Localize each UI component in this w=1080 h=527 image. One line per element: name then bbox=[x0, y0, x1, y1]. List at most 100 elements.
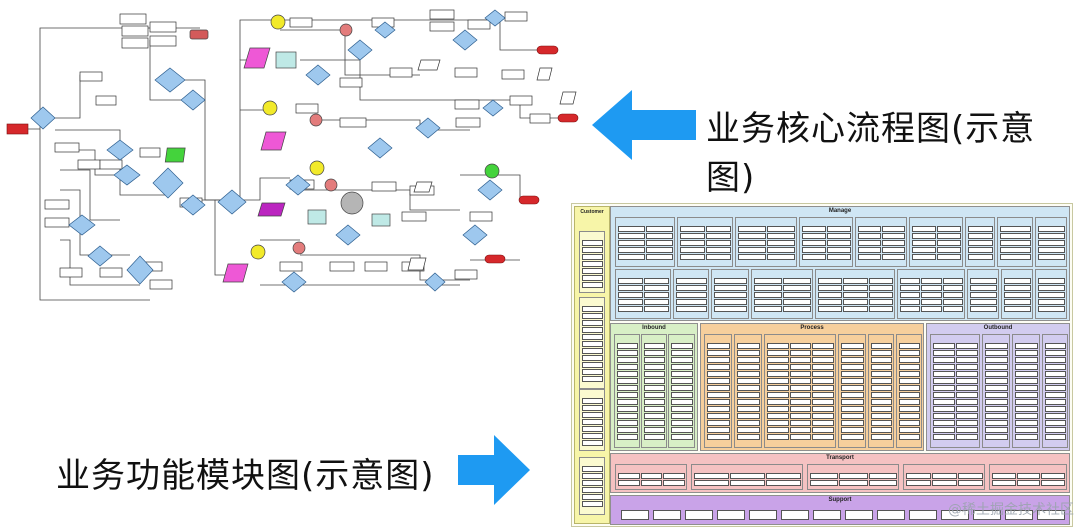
module-item-box bbox=[858, 254, 881, 260]
module-item-box bbox=[858, 233, 881, 239]
module-item-box bbox=[1045, 378, 1066, 384]
outbound-section: Outbound bbox=[926, 323, 1070, 451]
manage-title: Manage bbox=[828, 208, 852, 214]
module-item-box bbox=[783, 278, 811, 284]
module-item-box bbox=[582, 268, 603, 274]
module-item-box bbox=[899, 399, 920, 405]
module-item-box bbox=[671, 406, 693, 412]
transport-group bbox=[989, 464, 1067, 490]
module-item-box bbox=[1045, 385, 1066, 391]
customer-group bbox=[579, 457, 605, 515]
module-item-box bbox=[680, 254, 705, 260]
module-item-box bbox=[812, 350, 834, 356]
module-item-box bbox=[868, 480, 897, 486]
module-item-box bbox=[582, 320, 603, 326]
module-item-box bbox=[737, 399, 760, 405]
module-item-box bbox=[812, 420, 834, 426]
module-item-box bbox=[933, 427, 955, 433]
module-item-box bbox=[767, 413, 789, 419]
module-item-box bbox=[1045, 399, 1066, 405]
outbound-group bbox=[982, 334, 1010, 448]
module-item-box bbox=[858, 240, 881, 246]
module-item-box bbox=[868, 473, 897, 479]
module-item-box bbox=[617, 399, 638, 405]
module-item-box bbox=[767, 226, 795, 232]
module-item-box bbox=[671, 427, 693, 433]
outbound-group bbox=[1012, 334, 1040, 448]
module-item-box bbox=[737, 378, 760, 384]
module-item-box bbox=[899, 406, 920, 412]
manage-group bbox=[855, 217, 907, 267]
support-title: Support bbox=[828, 497, 852, 503]
module-item-box bbox=[942, 278, 963, 284]
module-item-box bbox=[789, 385, 812, 391]
module-item-box bbox=[827, 247, 851, 253]
module-item-box bbox=[899, 371, 920, 377]
module-item-box bbox=[900, 285, 921, 291]
module-item-box bbox=[706, 247, 731, 253]
inbound-group bbox=[614, 334, 640, 448]
module-item-box bbox=[783, 306, 811, 312]
module-item-box bbox=[707, 378, 730, 384]
module-item-box bbox=[956, 357, 978, 363]
module-item-box bbox=[843, 292, 868, 298]
module-item-box bbox=[646, 254, 673, 260]
module-item-box bbox=[933, 413, 955, 419]
module-item-box bbox=[644, 278, 669, 284]
module-item-box bbox=[1004, 299, 1031, 305]
module-item-box bbox=[932, 480, 957, 486]
module-item-box bbox=[802, 240, 826, 246]
module-item-box bbox=[680, 226, 705, 232]
module-item-box bbox=[789, 427, 812, 433]
module-item-box bbox=[899, 364, 920, 370]
module-item-box bbox=[680, 233, 705, 239]
module-item-box bbox=[618, 306, 643, 312]
module-item-box bbox=[882, 226, 905, 232]
module-item-box bbox=[754, 285, 782, 291]
module-item-box bbox=[1041, 480, 1065, 486]
module-item-box bbox=[968, 226, 993, 232]
module-item-box bbox=[956, 420, 978, 426]
module-item-box bbox=[868, 306, 893, 312]
module-item-box bbox=[582, 334, 603, 340]
process-group bbox=[896, 334, 922, 448]
module-item-box bbox=[1015, 357, 1038, 363]
module-item-box bbox=[992, 473, 1016, 479]
module-item-box bbox=[985, 427, 1008, 433]
module-item-box bbox=[707, 420, 730, 426]
module-item-box bbox=[1015, 371, 1038, 377]
module-item-box bbox=[812, 399, 834, 405]
module-item-box bbox=[1000, 254, 1031, 260]
module-item-box bbox=[933, 399, 955, 405]
module-item-box bbox=[618, 278, 643, 284]
module-item-box bbox=[737, 427, 760, 433]
module-item-box bbox=[882, 233, 905, 239]
outbound-group bbox=[930, 334, 980, 448]
module-item-box bbox=[737, 364, 760, 370]
module-item-box bbox=[617, 378, 638, 384]
module-item-box bbox=[956, 343, 978, 349]
module-item-box bbox=[841, 406, 864, 412]
module-item-box bbox=[707, 399, 730, 405]
module-item-box bbox=[841, 385, 864, 391]
module-item-box bbox=[956, 392, 978, 398]
module-item-box bbox=[958, 473, 983, 479]
module-item-box bbox=[737, 392, 760, 398]
module-item-box bbox=[932, 473, 957, 479]
module-item-box bbox=[671, 364, 693, 370]
module-item-box bbox=[900, 278, 921, 284]
module-item-box bbox=[841, 350, 864, 356]
module-item-box bbox=[707, 371, 730, 377]
module-item-box bbox=[738, 233, 766, 239]
module-item-box bbox=[956, 413, 978, 419]
module-item-box bbox=[767, 427, 789, 433]
module-item-box bbox=[818, 278, 843, 284]
module-item-box bbox=[968, 240, 993, 246]
module-item-box bbox=[937, 247, 961, 253]
module-item-box bbox=[582, 480, 603, 486]
module-item-box bbox=[617, 357, 638, 363]
module-item-box bbox=[1045, 350, 1066, 356]
module-item-box bbox=[899, 392, 920, 398]
core-flow-caption: 业务核心流程图(示意图) bbox=[706, 109, 1036, 198]
module-item-box bbox=[1038, 285, 1065, 291]
